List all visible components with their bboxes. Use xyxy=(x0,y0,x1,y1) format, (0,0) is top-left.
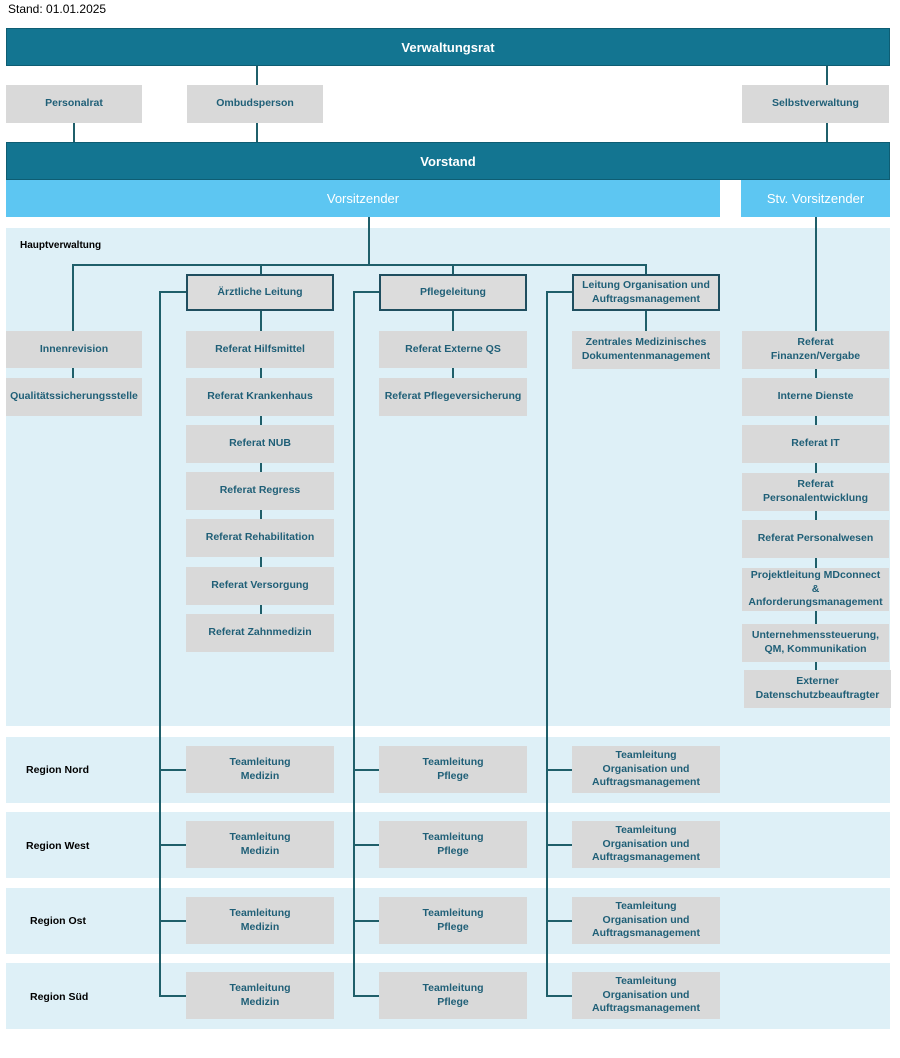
teamleitung-pflege-box: Teamleitung Pflege xyxy=(379,972,527,1019)
qualitaetssicherung-box: Qualitätssicherungsstelle xyxy=(6,378,142,416)
teamleitung-pflege-box: Teamleitung Pflege xyxy=(379,897,527,944)
innenrevision-box: Innenrevision xyxy=(6,331,142,368)
zmd-box: Zentrales Medizinisches Dokumentenmanage… xyxy=(572,331,720,369)
teamleitung-pflege-box: Teamleitung Pflege xyxy=(379,821,527,868)
stand-date: Stand: 01.01.2025 xyxy=(8,2,107,16)
connector xyxy=(645,264,647,274)
connector xyxy=(353,844,380,846)
personalrat-box: Personalrat xyxy=(6,85,142,123)
connector xyxy=(72,264,74,331)
stv-item-box: Interne Dienste xyxy=(742,378,889,416)
connector xyxy=(353,291,380,293)
teamleitung-medizin-box: Teamleitung Medizin xyxy=(186,746,334,793)
aerztliche-leitung-box: Ärztliche Leitung xyxy=(186,274,334,311)
connector xyxy=(353,920,380,922)
stv-item-box: Referat Personalentwicklung xyxy=(742,473,889,511)
teamleitung-org-box: Teamleitung Organisation und Auftragsman… xyxy=(572,897,720,944)
region-label: Region Süd xyxy=(30,991,89,1003)
region-label: Region Nord xyxy=(26,764,89,776)
connector xyxy=(546,291,573,293)
connector xyxy=(546,995,573,997)
teamleitung-medizin-box: Teamleitung Medizin xyxy=(186,821,334,868)
stv-vorsitzender-bar: Stv. Vorsitzender xyxy=(741,180,890,217)
connector xyxy=(159,291,186,293)
pflegeleitung-box: Pflegeleitung xyxy=(379,274,527,311)
region-label: Region Ost xyxy=(30,915,87,927)
hauptverwaltung-label: Hauptverwaltung xyxy=(20,240,102,251)
connector xyxy=(546,291,548,996)
connector xyxy=(256,66,258,86)
referat-box: Referat Rehabilitation xyxy=(186,519,334,557)
connector xyxy=(452,264,454,274)
teamleitung-org-box: Teamleitung Organisation und Auftragsman… xyxy=(572,972,720,1019)
referat-box: Referat NUB xyxy=(186,425,334,463)
referat-box: Referat Krankenhaus xyxy=(186,378,334,416)
stv-item-box: Externer Datenschutzbeauftragter xyxy=(744,670,891,708)
connector xyxy=(353,769,380,771)
connector xyxy=(159,844,186,846)
stv-item-box: Referat Finanzen/Vergabe xyxy=(742,331,889,369)
referat-box: Referat Pflegeversicherung xyxy=(379,378,527,416)
stv-item-box: Referat IT xyxy=(742,425,889,463)
connector xyxy=(159,291,161,996)
vorstand-bar: Vorstand xyxy=(6,142,890,180)
stv-item-box: Unternehmenssteuerung, QM, Kommunikation xyxy=(742,624,889,662)
connector xyxy=(72,368,74,378)
teamleitung-medizin-box: Teamleitung Medizin xyxy=(186,972,334,1019)
connector xyxy=(260,264,262,274)
connector xyxy=(72,264,647,266)
connector xyxy=(353,995,380,997)
referat-box: Referat Zahnmedizin xyxy=(186,614,334,652)
connector xyxy=(546,844,573,846)
verwaltungsrat-bar: Verwaltungsrat xyxy=(6,28,890,66)
selbstverwaltung-box: Selbstverwaltung xyxy=(742,85,889,123)
vorsitzender-bar: Vorsitzender xyxy=(6,180,720,217)
region-label: Region West xyxy=(26,840,90,852)
connector xyxy=(159,920,186,922)
connector xyxy=(826,66,828,86)
connector xyxy=(826,123,828,142)
connector xyxy=(546,920,573,922)
connector xyxy=(546,769,573,771)
connector xyxy=(368,217,370,265)
connector xyxy=(159,995,186,997)
referat-box: Referat Regress xyxy=(186,472,334,510)
connector xyxy=(159,769,186,771)
referat-box: Referat Hilfsmittel xyxy=(186,331,334,368)
ombudsperson-box: Ombudsperson xyxy=(187,85,323,123)
teamleitung-org-box: Teamleitung Organisation und Auftragsman… xyxy=(572,746,720,793)
teamleitung-pflege-box: Teamleitung Pflege xyxy=(379,746,527,793)
connector xyxy=(256,123,258,142)
connector xyxy=(353,291,355,996)
teamleitung-medizin-box: Teamleitung Medizin xyxy=(186,897,334,944)
connector xyxy=(73,123,75,142)
referat-box: Referat Externe QS xyxy=(379,331,527,368)
teamleitung-org-box: Teamleitung Organisation und Auftragsman… xyxy=(572,821,720,868)
stv-item-box: Projektleitung MDconnect & Anforderungsm… xyxy=(742,568,889,611)
referat-box: Referat Versorgung xyxy=(186,567,334,605)
leitung-org-box: Leitung Organisation und Auftragsmanagem… xyxy=(572,274,720,311)
stv-item-box: Referat Personalwesen xyxy=(742,520,889,558)
